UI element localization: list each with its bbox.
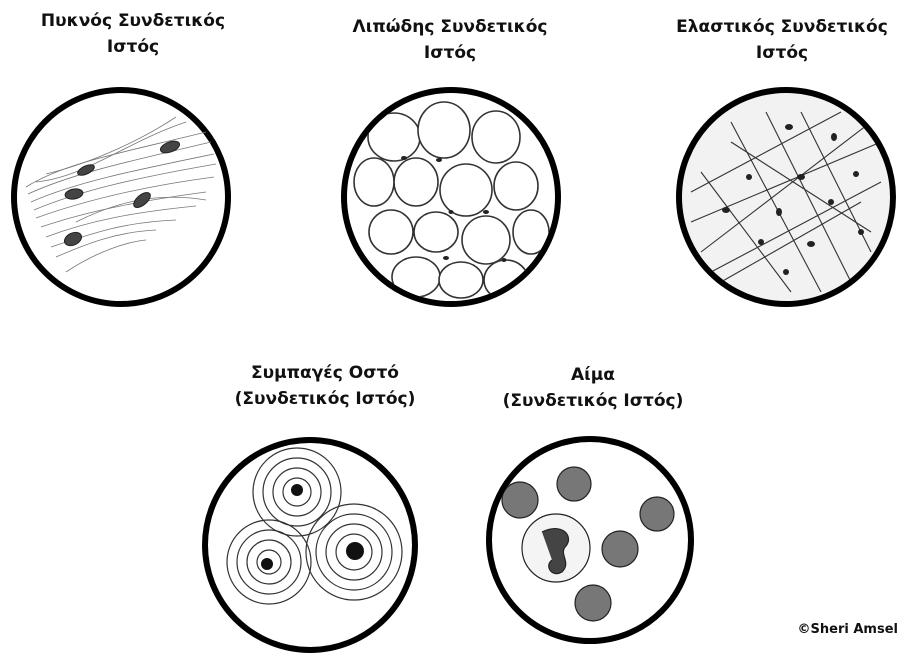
compact-bone-circle bbox=[197, 432, 423, 658]
title-blood: Αίμα (Συνδετικός Ιστός) bbox=[478, 362, 708, 414]
dense-tissue-circle bbox=[6, 82, 236, 312]
title-elastic: Ελαστικός Συνδετικός Ιστός bbox=[662, 14, 902, 66]
adipose-tissue-circle bbox=[336, 82, 566, 312]
title-line1: Πυκνός Συνδετικός bbox=[22, 8, 244, 34]
title-line2: (Συνδετικός Ιστός) bbox=[478, 388, 708, 414]
title-adipose: Λιπώδης Συνδετικός Ιστός bbox=[328, 14, 572, 66]
title-dense-connective: Πυκνός Συνδετικός Ιστός bbox=[22, 8, 244, 60]
copyright-credit: ©Sheri Amsel bbox=[798, 622, 898, 637]
blood-circle bbox=[482, 432, 698, 648]
title-line2: Ιστός bbox=[22, 34, 244, 60]
elastic-tissue-circle bbox=[671, 82, 901, 312]
title-line1: Αίμα bbox=[478, 362, 708, 388]
title-line1: Ελαστικός Συνδετικός bbox=[662, 14, 902, 40]
title-compact-bone: Συμπαγές Οστό (Συνδετικός Ιστός) bbox=[210, 360, 440, 412]
title-line2: (Συνδετικός Ιστός) bbox=[210, 386, 440, 412]
title-line2: Ιστός bbox=[328, 40, 572, 66]
title-line1: Συμπαγές Οστό bbox=[210, 360, 440, 386]
title-line1: Λιπώδης Συνδετικός bbox=[328, 14, 572, 40]
title-line2: Ιστός bbox=[662, 40, 902, 66]
